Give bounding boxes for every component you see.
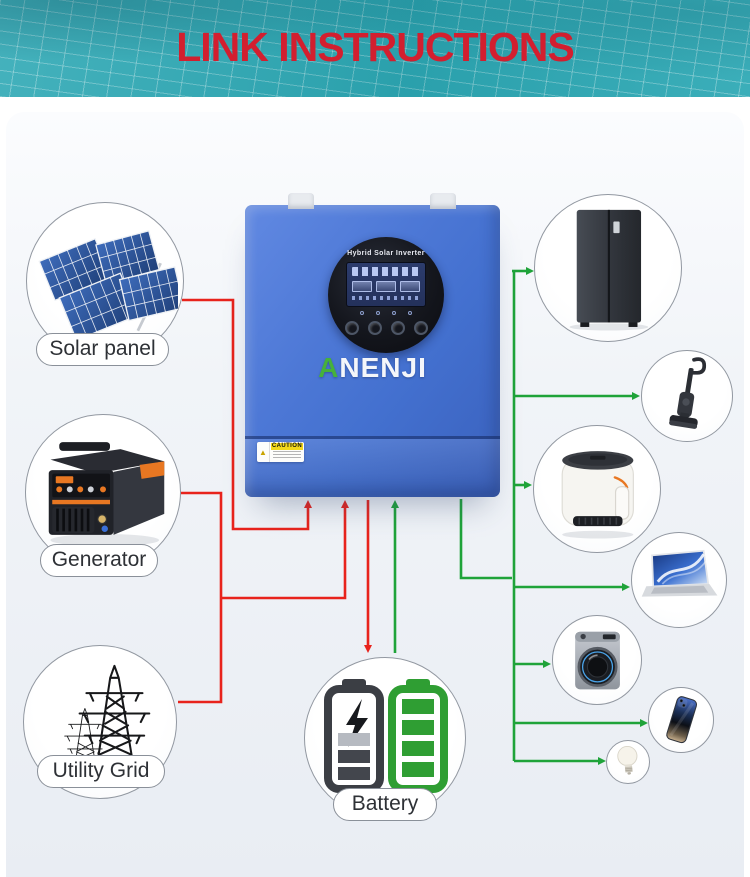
- solar-panel-node: [26, 202, 184, 360]
- laptop-icon: [641, 549, 718, 597]
- laptop-node: [631, 532, 727, 628]
- inverter-seam: [245, 436, 500, 439]
- inverter-led-indicators: [328, 311, 444, 315]
- inverter-control-panel: Hybrid Solar Inverter: [328, 237, 444, 353]
- page-title: LINK INSTRUCTIONS: [176, 24, 575, 70]
- air-fryer-icon: [561, 451, 634, 539]
- label-solar-panel: Solar panel: [36, 333, 169, 366]
- header-banner: LINK INSTRUCTIONS: [0, 0, 750, 97]
- inverter-display-title: Hybrid Solar Inverter: [347, 250, 425, 257]
- inverter-lcd-screen: [346, 262, 426, 307]
- inverter-buttons: [328, 321, 444, 335]
- smartphone-node: [648, 687, 714, 753]
- lcd-indicator-strip: [352, 296, 420, 300]
- solar-panel-icon: [38, 230, 178, 342]
- generator-icon: [48, 442, 165, 547]
- lcd-status-icons: [352, 279, 420, 293]
- label-battery: Battery: [333, 788, 437, 821]
- air-fryer-node: [533, 425, 661, 553]
- mounting-tab-left: [288, 193, 314, 209]
- caution-sticker: ▲ CAUTION: [257, 442, 304, 462]
- vacuum-cleaner-icon: [669, 357, 707, 429]
- light-bulb-node: [606, 740, 650, 784]
- smartphone-icon: [666, 696, 698, 744]
- mounting-tab-right: [430, 193, 456, 209]
- caution-label: CAUTION: [271, 443, 303, 450]
- washing-machine-node: [552, 615, 642, 705]
- lcd-digit-segments: [352, 267, 420, 276]
- hybrid-inverter: Hybrid Solar Inverter ANENJI ▲ CAUTION: [245, 193, 500, 497]
- vacuum-node: [641, 350, 733, 442]
- warning-triangle-icon: ▲: [257, 442, 270, 462]
- washing-machine-icon: [575, 631, 620, 690]
- label-utility-grid: Utility Grid: [37, 755, 165, 788]
- label-generator: Generator: [40, 544, 158, 577]
- light-bulb-icon: [617, 745, 638, 775]
- refrigerator-icon: [569, 209, 649, 331]
- brand-logo: ANENJI: [318, 352, 427, 383]
- refrigerator-node: [534, 194, 682, 342]
- battery-charge-icon: [324, 679, 448, 793]
